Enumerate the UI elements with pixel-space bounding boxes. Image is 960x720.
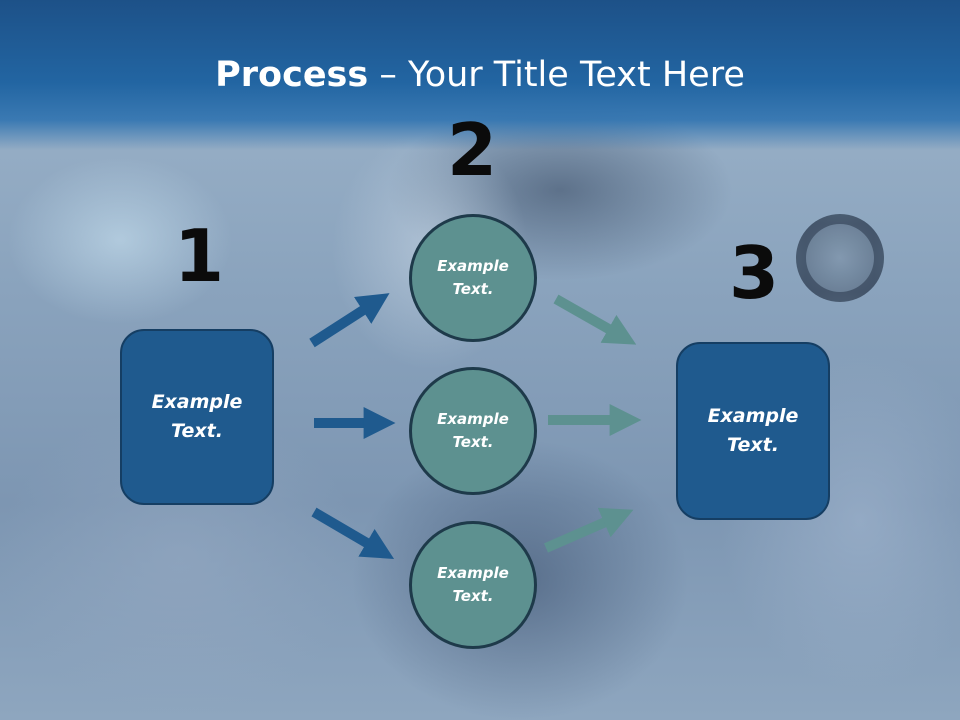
process-circle-top-text: Example Text. bbox=[437, 257, 509, 298]
step-number-1: 1 bbox=[173, 214, 225, 298]
title-bold: Process bbox=[215, 55, 369, 95]
arrow-left-upper bbox=[309, 293, 390, 348]
process-box-left: Example Text. bbox=[120, 329, 274, 505]
process-box-left-text: Example Text. bbox=[151, 391, 243, 442]
slide-title: Process – Your Title Text Here bbox=[0, 50, 960, 100]
arrow-left-lower bbox=[311, 507, 395, 559]
process-circle-bottom-text: Example Text. bbox=[437, 564, 509, 605]
header-band bbox=[0, 0, 960, 150]
title-rest: – Your Title Text Here bbox=[368, 55, 745, 95]
arrow-right-upper bbox=[553, 294, 637, 345]
arrow-right-lower bbox=[543, 507, 634, 553]
background-photo-detail bbox=[796, 214, 884, 302]
process-circle-middle: Example Text. bbox=[409, 367, 537, 495]
process-circle-top: Example Text. bbox=[409, 214, 537, 342]
step-number-3: 3 bbox=[728, 231, 780, 315]
step-number-2: 2 bbox=[446, 108, 498, 192]
process-box-right: Example Text. bbox=[676, 342, 830, 520]
process-circle-middle-text: Example Text. bbox=[437, 410, 509, 451]
process-circle-bottom: Example Text. bbox=[409, 521, 537, 649]
process-box-right-text: Example Text. bbox=[707, 405, 799, 456]
